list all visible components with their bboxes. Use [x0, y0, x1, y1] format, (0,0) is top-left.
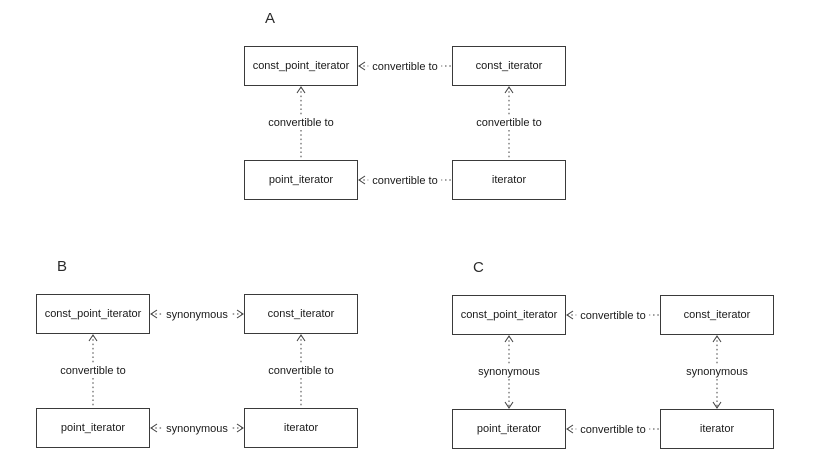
node-const-iterator: const_iterator	[244, 294, 358, 334]
node-iterator: iterator	[452, 160, 566, 200]
diagram-a: A const_point_iterator const_iterator po…	[244, 11, 566, 202]
node-const-iterator: const_iterator	[452, 46, 566, 86]
arrowhead-up-icon	[296, 334, 306, 342]
arrowhead-right-icon	[236, 309, 244, 319]
node-point-iterator: point_iterator	[36, 408, 150, 448]
arrowhead-down-icon	[504, 401, 514, 409]
edge-label-right: convertible to	[264, 365, 338, 377]
arrowhead-left-icon	[566, 310, 574, 320]
edge-label-bottom: synonymous	[162, 423, 232, 435]
edge-label-right: synonymous	[682, 366, 752, 378]
arrowhead-left-icon	[358, 61, 366, 71]
arrowhead-up-icon	[504, 335, 514, 343]
edge-label-top: convertible to	[576, 310, 650, 322]
arrowhead-up-icon	[88, 334, 98, 342]
arrowhead-left-icon	[566, 424, 574, 434]
edge-label-top: convertible to	[368, 61, 442, 73]
node-const-point-iterator: const_point_iterator	[244, 46, 358, 86]
node-point-iterator: point_iterator	[452, 409, 566, 449]
diagram-a-edges-layer	[296, 61, 514, 185]
diagram-b-edges-layer	[88, 309, 306, 433]
arrowhead-left-icon	[150, 423, 158, 433]
diagram-c-label: C	[473, 259, 484, 276]
node-const-point-iterator: const_point_iterator	[36, 294, 150, 334]
arrowhead-left-icon	[150, 309, 158, 319]
node-iterator: iterator	[660, 409, 774, 449]
arrowhead-right-icon	[236, 423, 244, 433]
arrowhead-up-icon	[712, 335, 722, 343]
node-const-iterator: const_iterator	[660, 295, 774, 335]
diagram-c: C const_point_iterator const_iterator po…	[452, 260, 774, 451]
diagram-b-label: B	[57, 258, 68, 275]
node-iterator: iterator	[244, 408, 358, 448]
diagram-a-label: A	[265, 10, 276, 27]
edge-label-bottom: convertible to	[576, 424, 650, 436]
node-const-point-iterator: const_point_iterator	[452, 295, 566, 335]
node-point-iterator: point_iterator	[244, 160, 358, 200]
arrowhead-up-icon	[296, 86, 306, 94]
arrowhead-up-icon	[504, 86, 514, 94]
edge-label-left: convertible to	[56, 365, 130, 377]
edge-label-top: synonymous	[162, 309, 232, 321]
edge-label-right: convertible to	[472, 117, 546, 129]
diagram-c-edges-layer	[504, 310, 722, 434]
edge-label-bottom: convertible to	[368, 175, 442, 187]
edge-label-left: convertible to	[264, 117, 338, 129]
diagram-b: B const_point_iterator const_iterator po…	[36, 259, 358, 450]
arrowhead-left-icon	[358, 175, 366, 185]
edge-label-left: synonymous	[474, 366, 544, 378]
arrowhead-down-icon	[712, 401, 722, 409]
